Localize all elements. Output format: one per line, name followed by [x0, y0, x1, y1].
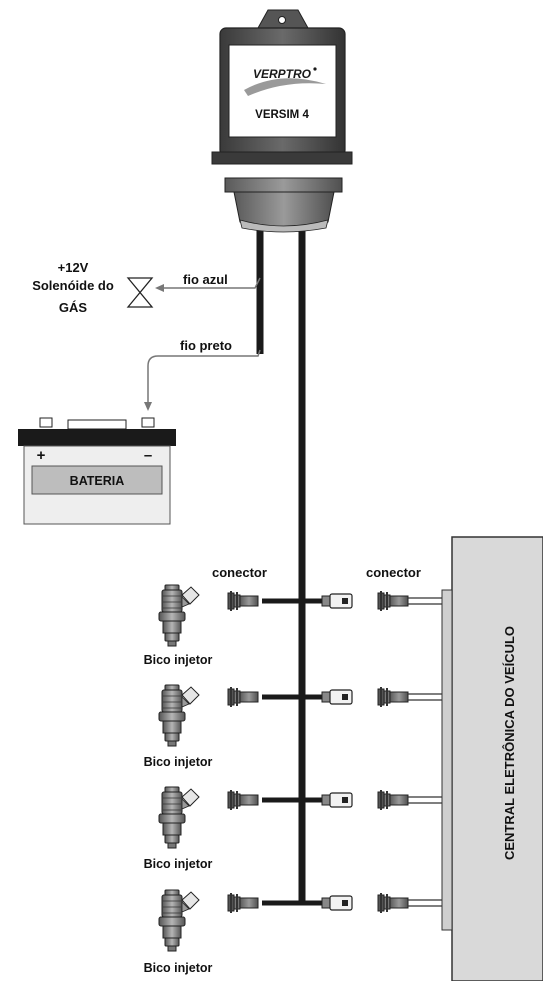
blue-wire-arrow — [155, 284, 164, 292]
connector-center — [321, 792, 353, 808]
connector-right-label: conector — [366, 565, 421, 580]
ecu-panel — [451, 536, 543, 981]
connector-left — [227, 892, 259, 914]
connector-right — [377, 892, 409, 914]
injector-icon — [158, 889, 200, 952]
injector-row-1: Bico injetor — [144, 584, 442, 667]
blue-wire-label: fio azul — [183, 272, 228, 287]
connector-right — [377, 686, 409, 708]
injector-label: Bico injetor — [144, 961, 213, 975]
black-wire-label: fio preto — [180, 338, 232, 353]
solenoid-label-name: Solenóide do — [32, 278, 114, 293]
injector-label: Bico injetor — [144, 653, 213, 667]
solenoid-label-voltage: +12V — [58, 260, 89, 275]
battery-minus: – — [144, 447, 152, 464]
module-connector-lip — [239, 219, 329, 233]
module-brand-swoosh — [244, 78, 326, 96]
module-connector-ring — [224, 177, 343, 193]
ecu-label: CENTRAL ELETRÔNICA DO VEÍCULO — [502, 626, 517, 860]
injector-icon — [158, 584, 200, 647]
connector-center — [321, 895, 353, 911]
gas-module: VERPTRO VERSIM 4 — [211, 9, 353, 233]
battery-icon — [18, 417, 176, 525]
injector-label: Bico injetor — [144, 755, 213, 769]
battery-label: BATERIA — [70, 474, 125, 488]
injector-icon — [158, 684, 200, 747]
connector-right — [377, 590, 409, 612]
injector-row-3: Bico injetor — [144, 786, 442, 871]
blue-wire — [162, 277, 261, 289]
injector-row-4: Bico injetor — [144, 889, 442, 975]
solenoid-valve-icon — [126, 277, 154, 308]
connector-left — [227, 789, 259, 811]
module-mount-hole — [278, 16, 286, 24]
ecu-side-strip — [441, 589, 453, 931]
black-wire — [147, 349, 261, 404]
connector-center — [321, 593, 353, 609]
injector-icon — [158, 786, 200, 849]
module-model: VERSIM 4 — [255, 109, 309, 121]
connector-center — [321, 689, 353, 705]
injector-label: Bico injetor — [144, 857, 213, 871]
injector-row-2: Bico injetor — [144, 684, 442, 769]
connector-left-label: conector — [212, 565, 267, 580]
black-wire-arrow — [144, 402, 152, 411]
connector-left — [227, 686, 259, 708]
connector-right — [377, 789, 409, 811]
battery-plus: + — [37, 447, 46, 464]
module-connector-cap — [233, 191, 335, 228]
module-base-plate — [211, 151, 353, 165]
module-brand-dot — [313, 67, 317, 71]
solenoid-label-gas: GÁS — [59, 300, 88, 315]
module-brand: VERPTRO — [253, 67, 312, 81]
connector-left — [227, 590, 259, 612]
